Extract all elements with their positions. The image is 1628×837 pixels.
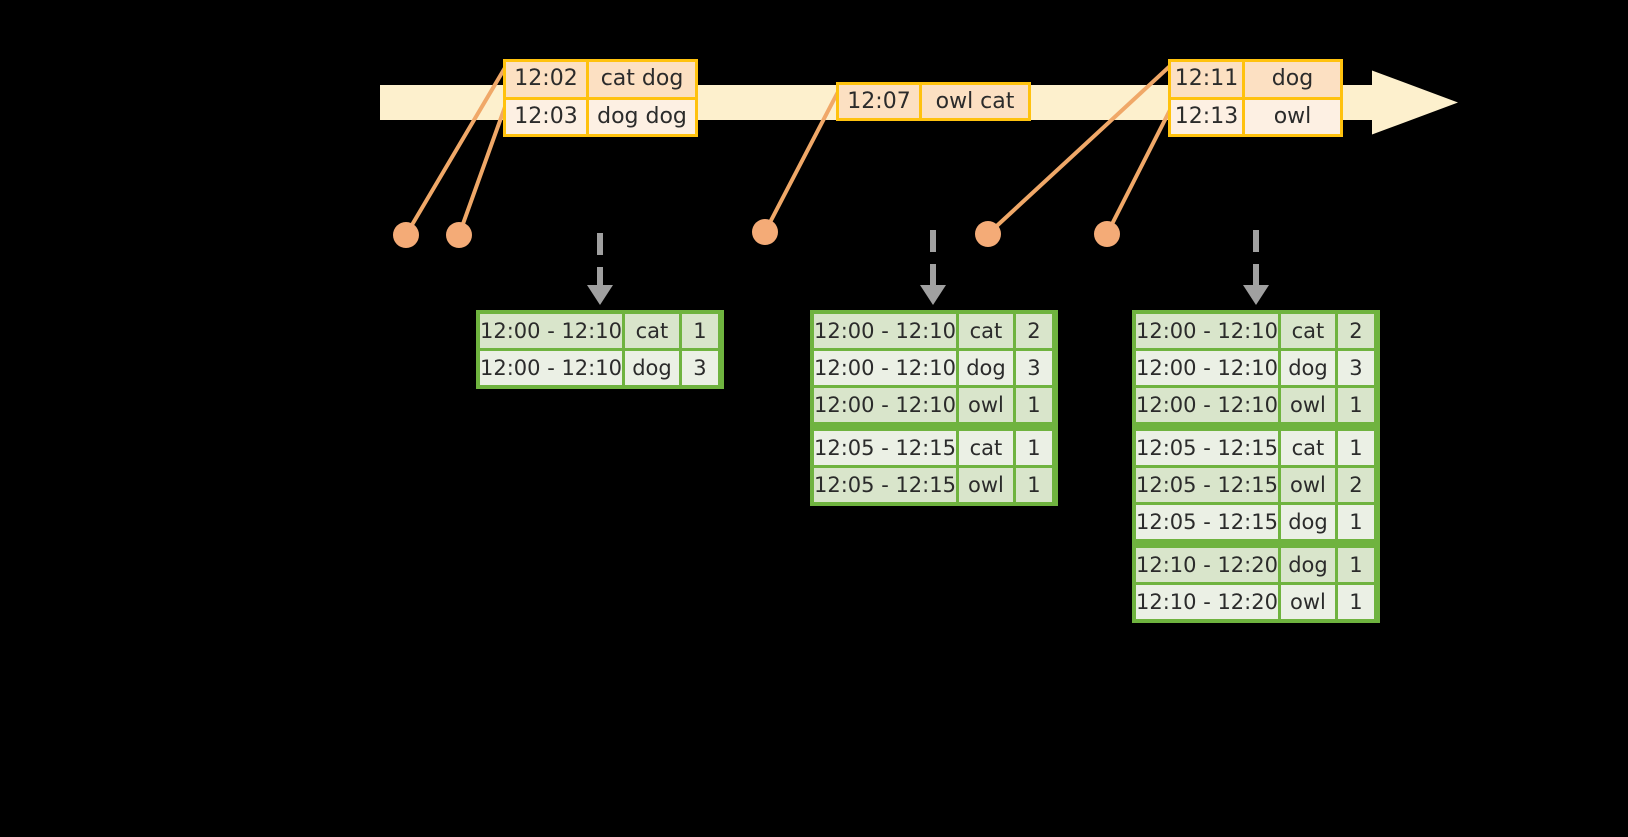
- table-cell-count: 1: [1337, 431, 1374, 465]
- table-group-separator: [1136, 542, 1376, 545]
- event-row: 12:02 cat dog: [506, 62, 695, 97]
- table-cell-window: 12:00 - 12:10: [480, 314, 622, 348]
- event-dot-5[interactable]: [1094, 221, 1120, 247]
- table-cell-word: dog: [1280, 548, 1335, 582]
- event-time: 12:13: [1171, 99, 1245, 134]
- dashed-arrow-2-head: [920, 285, 946, 305]
- event-row: 12:07 owl cat: [839, 85, 1028, 118]
- table-cell-count: 1: [1337, 548, 1374, 582]
- event-connector-5: [1105, 104, 1174, 236]
- table-cell-window: 12:00 - 12:10: [814, 314, 956, 348]
- table-cell-word: dog: [624, 351, 679, 385]
- event-dot-3[interactable]: [752, 219, 778, 245]
- table-cell-count: 1: [1337, 388, 1374, 422]
- dashed-arrow-1-head: [587, 285, 613, 305]
- table-cell-word: cat: [958, 314, 1013, 348]
- table-cell-count: 1: [1015, 388, 1052, 422]
- table-group-separator: [814, 425, 1054, 428]
- table-cell-window: 12:00 - 12:10: [814, 351, 956, 385]
- table-cell-count: 1: [1015, 468, 1052, 502]
- event-connector-3: [763, 86, 842, 234]
- event-time: 12:02: [506, 62, 589, 97]
- event-dot-4[interactable]: [975, 221, 1001, 247]
- table-cell-word: dog: [1280, 351, 1335, 385]
- event-words: owl: [1273, 103, 1312, 129]
- table-cell-window: 12:05 - 12:15: [814, 468, 956, 502]
- table-cell-window: 12:00 - 12:10: [1136, 351, 1278, 385]
- table-cell-window: 12:00 - 12:10: [814, 388, 956, 422]
- table-cell-word: owl: [1280, 388, 1335, 422]
- table-cell-window: 12:00 - 12:10: [1136, 388, 1278, 422]
- table-cell-window: 12:00 - 12:10: [1136, 314, 1278, 348]
- event-connector-1: [404, 64, 508, 237]
- table-cell-window: 12:10 - 12:20: [1136, 585, 1278, 619]
- table-cell-word: cat: [1280, 314, 1335, 348]
- table-cell-window: 12:10 - 12:20: [1136, 548, 1278, 582]
- event-time: 12:03: [506, 99, 589, 134]
- table-group-separator: [1136, 425, 1376, 428]
- table-cell-count: 1: [1015, 431, 1052, 465]
- table-cell-word: dog: [958, 351, 1013, 385]
- event-row: 12:03 dog dog: [506, 96, 695, 134]
- event-words: dog: [1271, 66, 1314, 92]
- table-cell-word: cat: [1280, 431, 1335, 465]
- event-connector-2: [457, 102, 508, 237]
- table-cell-count: 2: [1015, 314, 1052, 348]
- table-cell-count: 1: [1337, 585, 1374, 619]
- table-cell-count: 1: [681, 314, 718, 348]
- table-cell-count: 3: [1015, 351, 1052, 385]
- event-row: 12:13 owl: [1171, 96, 1340, 134]
- event-time: 12:11: [1171, 62, 1245, 97]
- event-dot-2[interactable]: [446, 222, 472, 248]
- table-cell-word: cat: [624, 314, 679, 348]
- table-cell-window: 12:05 - 12:15: [1136, 468, 1278, 502]
- event-words: dog dog: [597, 103, 687, 129]
- event-row: 12:11 dog: [1171, 62, 1340, 97]
- event-box-3[interactable]: 12:11 dog 12:13 owl: [1168, 59, 1343, 137]
- event-time: 12:07: [839, 85, 922, 118]
- table-cell-word: cat: [958, 431, 1013, 465]
- table-cell-count: 3: [1337, 351, 1374, 385]
- table-cell-count: 1: [1337, 505, 1374, 539]
- event-words: owl cat: [935, 88, 1015, 114]
- table-cell-word: owl: [1280, 468, 1335, 502]
- event-dot-1[interactable]: [393, 222, 419, 248]
- table-cell-word: owl: [958, 388, 1013, 422]
- table-cell-count: 3: [681, 351, 718, 385]
- table-cell-count: 2: [1337, 468, 1374, 502]
- table-cell-window: 12:05 - 12:15: [814, 431, 956, 465]
- table-cell-window: 12:05 - 12:15: [1136, 431, 1278, 465]
- event-box-2[interactable]: 12:07 owl cat: [836, 82, 1031, 121]
- event-box-1[interactable]: 12:02 cat dog 12:03 dog dog: [503, 59, 698, 137]
- event-words: cat dog: [600, 66, 684, 92]
- table-cell-word: owl: [958, 468, 1013, 502]
- table-cell-window: 12:05 - 12:15: [1136, 505, 1278, 539]
- table-cell-word: dog: [1280, 505, 1335, 539]
- table-cell-count: 2: [1337, 314, 1374, 348]
- dashed-arrow-3-head: [1243, 285, 1269, 305]
- table-cell-window: 12:00 - 12:10: [480, 351, 622, 385]
- table-cell-word: owl: [1280, 585, 1335, 619]
